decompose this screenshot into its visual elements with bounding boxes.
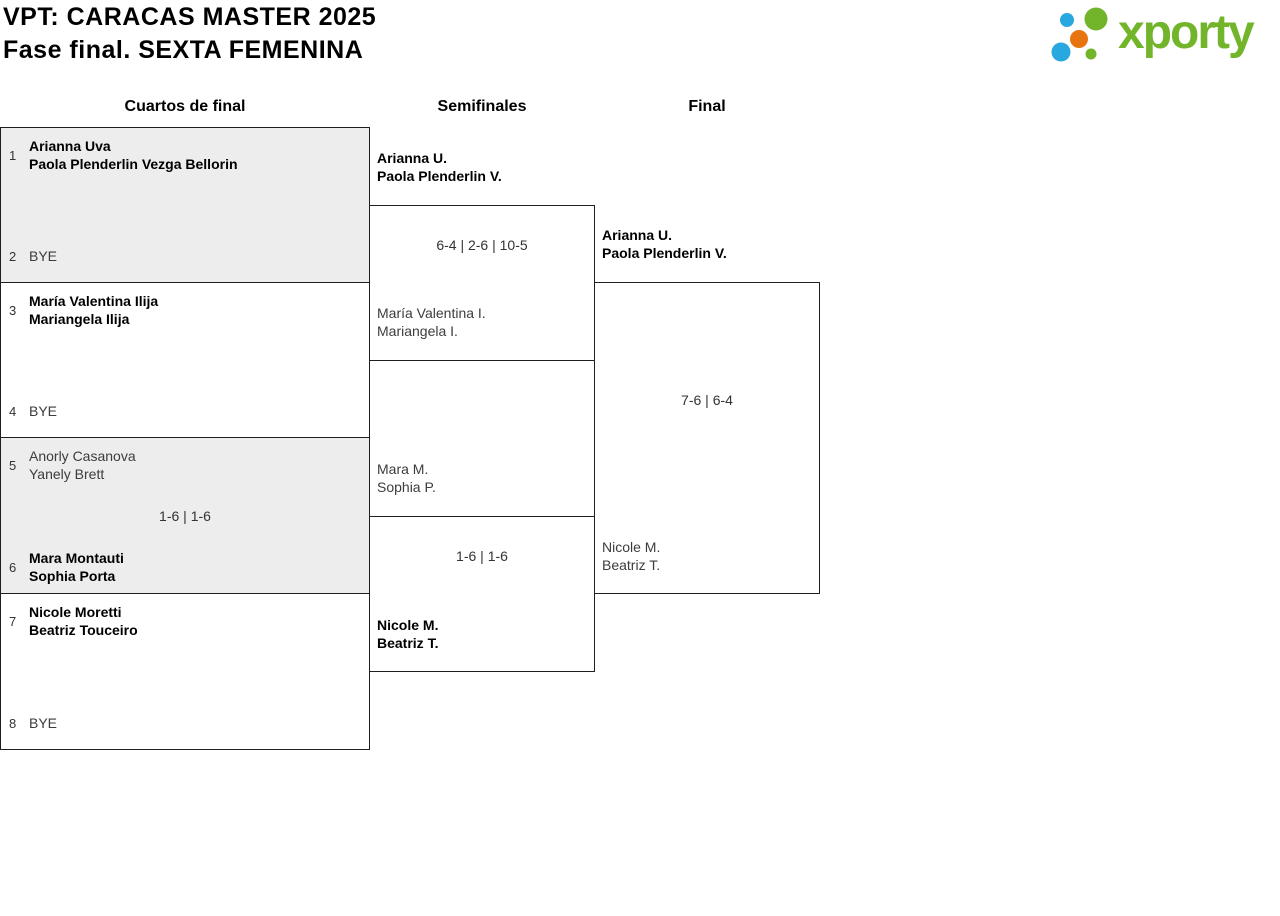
final-bottom-team: Nicole M. Beatriz T. [602, 538, 812, 574]
sf2-score: 1-6 | 1-6 [456, 548, 508, 564]
team-row: 7 Nicole Moretti Beatriz Touceiro [1, 603, 369, 639]
team-name-line: Mara M. [377, 461, 429, 477]
team-name-line: Beatriz Touceiro [29, 622, 138, 638]
match-score [1, 351, 369, 369]
team-name-line: BYE [29, 403, 58, 419]
seed-number: 4 [9, 403, 17, 419]
team-name-line: Nicole M. [377, 617, 439, 633]
team-name-line: Mariangela I. [377, 323, 458, 339]
team-name-line: Beatriz T. [377, 635, 439, 651]
seed-number: 5 [9, 457, 17, 473]
team-row: 8 BYE [1, 705, 369, 741]
round-header-semifinals: Semifinales [437, 98, 527, 115]
team-name-line: Yanely Brett [29, 466, 105, 482]
team-row: 1 Arianna Uva Paola Plenderlin Vezga Bel… [1, 137, 369, 173]
team-name-line: Arianna U. [377, 150, 448, 166]
team-names: BYE [29, 714, 57, 732]
team-row: 4 BYE [1, 393, 369, 429]
team-name-line: Sophia P. [377, 479, 436, 495]
seed-number: 6 [9, 559, 17, 575]
sf1-score: 6-4 | 2-6 | 10-5 [436, 237, 528, 253]
round-header-final: Final [688, 98, 726, 115]
team-row: 2 BYE [1, 238, 369, 274]
team-name-line: Paola Plenderlin V. [377, 168, 502, 184]
team-names: Anorly Casanova Yanely Brett [29, 447, 136, 483]
team-name-line: Mariangela Ilija [29, 311, 130, 327]
sf2-top-team: Mara M. Sophia P. [377, 460, 587, 496]
match-quarterfinal-3: 5 Anorly Casanova Yanely Brett 1-6 | 1-6… [0, 437, 370, 594]
sf2-bottom-team: Nicole M. Beatriz T. [377, 616, 587, 652]
team-name-line: María Valentina Ilija [29, 293, 159, 309]
match-semifinal-2 [369, 516, 595, 672]
team-name-line: Arianna U. [602, 227, 673, 243]
tournament-title-line2: Fase final. SEXTA FEMENINA [3, 36, 364, 64]
seed-number: 1 [9, 147, 17, 163]
match-quarterfinal-4: 7 Nicole Moretti Beatriz Touceiro 8 BYE [0, 593, 370, 750]
match-quarterfinal-1: 1 Arianna Uva Paola Plenderlin Vezga Bel… [0, 127, 370, 283]
logo-dots-icon [1051, 7, 1108, 62]
team-row: 6 Mara Montauti Sophia Porta [1, 549, 369, 585]
seed-number: 3 [9, 302, 17, 318]
team-name-line: Mara Montauti [29, 550, 124, 566]
team-names: Mara Montauti Sophia Porta [29, 549, 124, 585]
team-name-line: Anorly Casanova [29, 448, 136, 464]
match-score [1, 663, 369, 681]
final-score: 7-6 | 6-4 [681, 392, 733, 408]
team-name-line: María Valentina I. [377, 305, 486, 321]
team-names: BYE [29, 402, 57, 420]
team-row: 5 Anorly Casanova Yanely Brett [1, 447, 369, 483]
team-names: Arianna Uva Paola Plenderlin Vezga Bello… [29, 137, 238, 173]
tournament-title-line1: VPT: CARACAS MASTER 2025 [3, 3, 377, 31]
seed-number: 8 [9, 715, 17, 731]
match-final [594, 282, 820, 594]
team-name-line: BYE [29, 715, 58, 731]
team-name-line: Paola Plenderlin Vezga Bellorin [29, 156, 238, 172]
team-row: 3 María Valentina Ilija Mariangela Ilija [1, 292, 369, 328]
sf1-bottom-team: María Valentina I. Mariangela I. [377, 304, 587, 340]
xporty-logo: xporty [1046, 5, 1255, 67]
seed-number: 7 [9, 613, 17, 629]
round-header-quarterfinals: Cuartos de final [124, 98, 246, 115]
team-names: María Valentina Ilija Mariangela Ilija [29, 292, 158, 328]
team-name-line: Nicole Moretti [29, 604, 122, 620]
match-score: 1-6 | 1-6 [159, 507, 211, 524]
team-names: BYE [29, 247, 57, 265]
team-name-line: Paola Plenderlin V. [602, 245, 727, 261]
match-quarterfinal-2: 3 María Valentina Ilija Mariangela Ilija… [0, 282, 370, 438]
team-name-line: BYE [29, 248, 58, 264]
team-names: Nicole Moretti Beatriz Touceiro [29, 603, 138, 639]
sf1-top-team: Arianna U. Paola Plenderlin V. [377, 149, 587, 185]
match-semifinal-1 [369, 205, 595, 361]
team-name-line: Sophia Porta [29, 568, 116, 584]
match-score [1, 196, 369, 214]
tournament-title: VPT: CARACAS MASTER 2025 Fase final. SEX… [3, 1, 376, 67]
seed-number: 2 [9, 248, 17, 264]
final-top-team: Arianna U. Paola Plenderlin V. [602, 226, 812, 262]
logo-wordmark: xporty [1118, 6, 1255, 59]
team-name-line: Arianna Uva [29, 138, 111, 154]
team-name-line: Nicole M. [602, 539, 661, 555]
team-name-line: Beatriz T. [602, 557, 661, 573]
